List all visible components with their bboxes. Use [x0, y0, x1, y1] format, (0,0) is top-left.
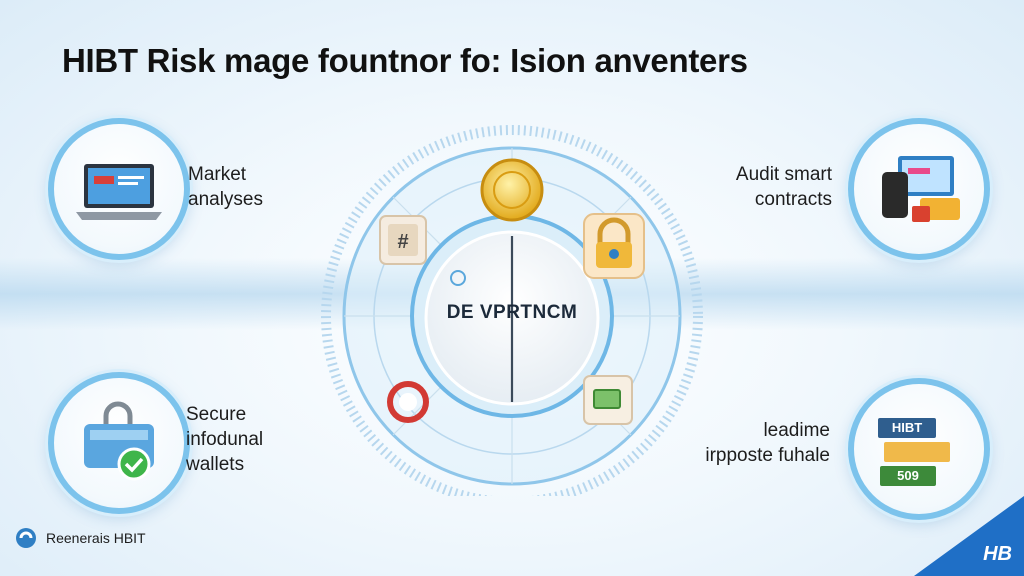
market-analyses-circle [48, 118, 190, 260]
amount-card: 509 [880, 466, 936, 486]
devices-icon [882, 156, 960, 222]
brand-logo-icon [16, 528, 36, 548]
corner-logo: HB [983, 543, 1012, 565]
secure-wallets-circle [48, 372, 190, 514]
svg-text:#: # [397, 231, 408, 253]
dial-marker [450, 270, 466, 286]
center-dial: # [321, 125, 703, 496]
market-analyses-label: Market analyses [188, 164, 263, 210]
corner-badge [914, 496, 1024, 576]
audit-contracts-label: Audit smart contracts [735, 164, 832, 210]
center-label: DE VPRTNCM [446, 302, 578, 323]
hibt-card: HIBT [878, 418, 936, 438]
outer-dashed-ring [321, 125, 703, 496]
red-ring-icon [387, 381, 429, 423]
secure-wallets-label: Secure infodunal wallets [186, 404, 264, 475]
wallet-lock-icon [84, 401, 154, 481]
laptop-icon [76, 164, 162, 220]
page-title: HIBT Risk mage fountnor fo: Ision anvent… [62, 42, 748, 79]
coin-icon [480, 158, 544, 222]
coupon-card [884, 442, 950, 462]
audit-contracts-circle [848, 118, 990, 260]
footer-brand: Reenerais HBIT [14, 526, 146, 550]
leadime-label: leadime irpposte fuhale [705, 420, 830, 466]
